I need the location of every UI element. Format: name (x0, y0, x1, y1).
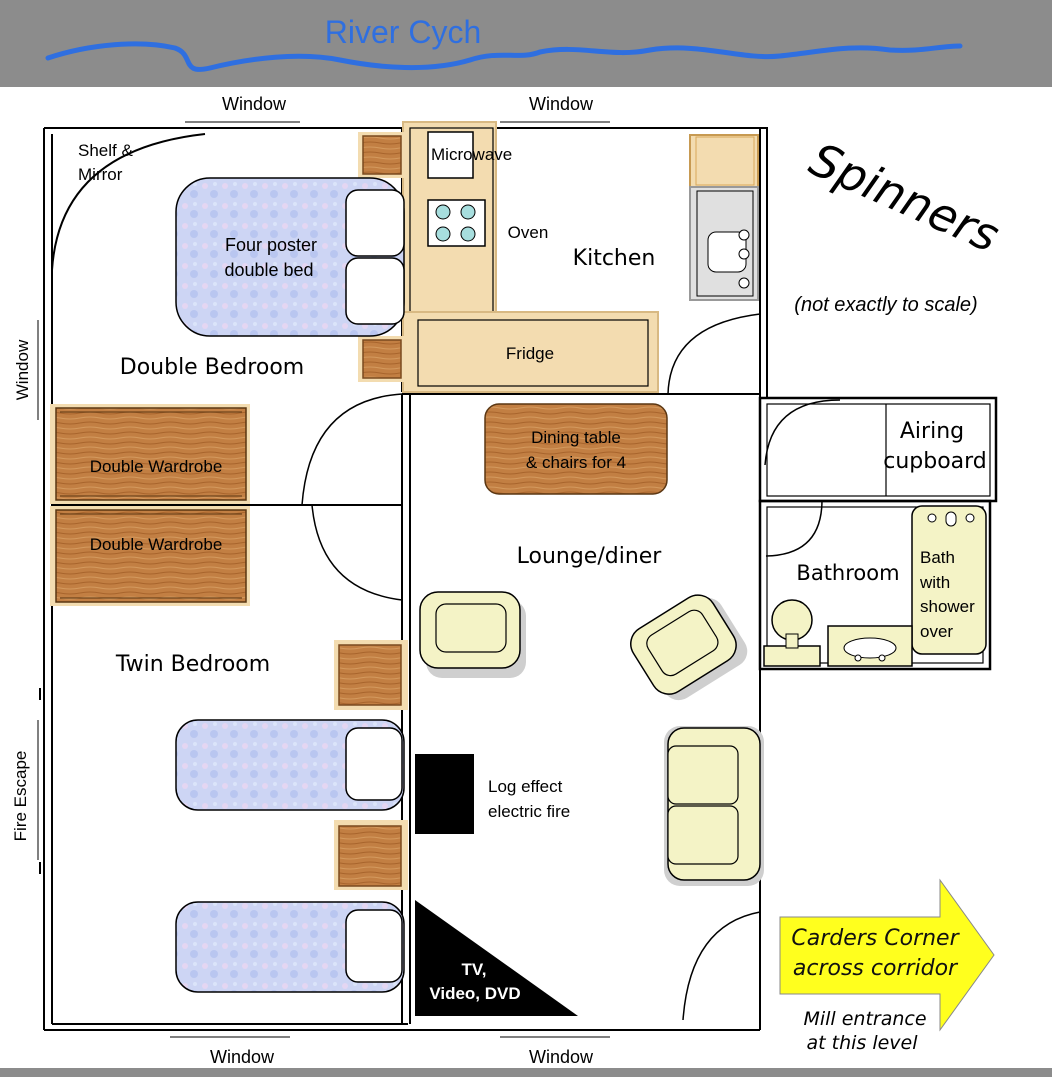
microwave-label: Microwave (431, 145, 512, 164)
twin-bed-1 (175, 719, 405, 811)
shelf-label-2: Mirror (78, 165, 123, 184)
armchair-2 (630, 594, 748, 701)
oven-label: Oven (508, 223, 549, 242)
window-marks (37, 121, 610, 1038)
dining-table (484, 403, 668, 495)
wash-basin (827, 625, 913, 667)
bath-label-1: Bath (920, 548, 955, 567)
twin-bedroom-label: Twin Bedroom (115, 652, 270, 677)
window-label-left: Window (13, 339, 32, 400)
four-poster-bed (175, 177, 405, 337)
bath-label-3: shower (920, 597, 975, 616)
exit-arrow (779, 878, 995, 1032)
bath-label-4: over (920, 622, 953, 641)
window-label-top-left: Window (222, 94, 287, 114)
river-wave (45, 41, 963, 72)
lounge-label: Lounge/diner (517, 544, 663, 569)
window-label-top-right: Window (529, 94, 594, 114)
fire-label-2: electric fire (488, 802, 570, 821)
fire-escape-label: Fire Escape (11, 751, 30, 842)
armchair-1 (419, 591, 526, 678)
fire-label-1: Log effect (488, 777, 563, 796)
airing-label-2: cupboard (883, 449, 987, 474)
shelf-label-1: Shelf & (78, 141, 133, 160)
window-label-bottom-left: Window (210, 1047, 275, 1067)
dining-label-2: & chairs for 4 (526, 453, 626, 472)
bath-label-2: with (919, 573, 950, 592)
bathroom-label: Bathroom (796, 561, 899, 585)
exit-label-1: Carders Corner (791, 926, 960, 951)
window-label-bottom-right: Window (529, 1047, 594, 1067)
twin-bed-2 (175, 901, 405, 993)
shelf-mirror-arc (51, 133, 206, 271)
sink-icon (707, 229, 750, 289)
scale-note: (not exactly to scale) (794, 294, 977, 316)
brand-label: Spinners (802, 132, 1007, 263)
airing-label-1: Airing (900, 419, 964, 444)
sofa (664, 726, 764, 886)
bed-label-2: double bed (224, 260, 313, 280)
tv-label-2: Video, DVD (429, 984, 520, 1003)
wardrobe-label-1: Double Wardrobe (90, 457, 223, 476)
river-title: River Cych (325, 14, 481, 50)
fridge-label: Fridge (506, 344, 554, 363)
mill-note-1: Mill entrance (803, 1008, 926, 1030)
bedside-tables (334, 132, 408, 890)
kitchen-label: Kitchen (573, 246, 656, 271)
bed-label-1: Four poster (225, 235, 317, 255)
mill-note-2: at this level (806, 1032, 918, 1054)
electric-fire (415, 754, 474, 834)
exit-label-2: across corridor (793, 956, 959, 981)
double-bedroom-label: Double Bedroom (120, 355, 304, 380)
river-banner (0, 0, 1052, 87)
toilet (763, 599, 821, 667)
bath-tub (911, 505, 987, 655)
wardrobe-label-2: Double Wardrobe (90, 535, 223, 554)
dining-label-1: Dining table (531, 428, 621, 447)
tv-unit (415, 900, 578, 1016)
bottom-strip (0, 1068, 1052, 1077)
microwave (427, 131, 474, 179)
wardrobe-2 (50, 506, 250, 606)
oven-hob (427, 199, 486, 247)
tv-label-1: TV, (462, 960, 487, 979)
wardrobe-1 (50, 404, 250, 504)
